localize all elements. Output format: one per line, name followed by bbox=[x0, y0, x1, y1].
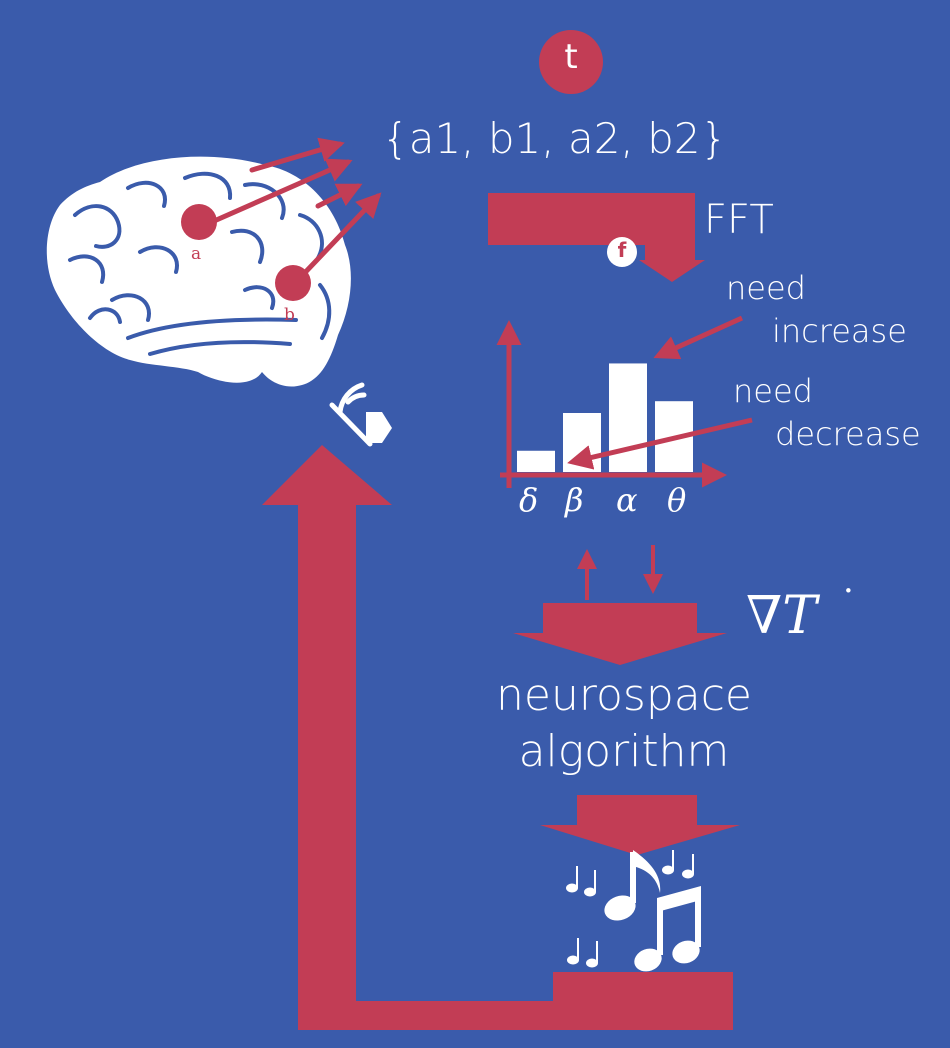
signal-set-label: {a1, b1, a2, b2} bbox=[382, 114, 728, 163]
algorithm-input-arrow bbox=[513, 603, 727, 665]
signal-arrows bbox=[202, 137, 382, 285]
arrow-a1 bbox=[249, 137, 345, 173]
algorithm-output-arrow bbox=[540, 795, 740, 855]
need-increase-label-1: need bbox=[726, 269, 806, 307]
arrow-b2 bbox=[293, 192, 382, 285]
feedback-loop-arrow bbox=[262, 445, 733, 1030]
electrode-a-label: a bbox=[191, 244, 202, 264]
time-badge-label: t bbox=[564, 37, 578, 77]
fft-label: FFT bbox=[704, 197, 774, 243]
band-label-alpha: α bbox=[616, 481, 638, 519]
music-notes-icon bbox=[566, 850, 701, 972]
electrode-a bbox=[181, 204, 217, 240]
need-decrease-arrow bbox=[567, 417, 753, 470]
need-increase-label-2: increase bbox=[772, 312, 907, 350]
gradient-label: ∇T bbox=[746, 586, 817, 646]
arrow-a2 bbox=[202, 158, 353, 228]
muted-speaker-icon bbox=[329, 382, 392, 447]
band-bar-beta bbox=[563, 413, 601, 472]
fft-arrow bbox=[488, 193, 705, 282]
exchange-arrows bbox=[577, 545, 663, 600]
frequency-badge bbox=[607, 237, 637, 267]
algorithm-label-1: neurospace bbox=[496, 670, 752, 721]
time-badge bbox=[539, 30, 603, 94]
band-label-delta: δ bbox=[519, 481, 539, 519]
spectrum-axes bbox=[496, 320, 727, 488]
need-decrease-label-2: decrease bbox=[775, 415, 921, 453]
band-label-beta: β bbox=[565, 481, 584, 519]
band-bar-delta bbox=[517, 450, 555, 472]
electrode-b bbox=[275, 265, 311, 301]
band-label-theta: θ bbox=[667, 481, 687, 519]
algorithm-label-2: algorithm bbox=[518, 726, 730, 777]
frequency-badge-label: f bbox=[617, 238, 627, 262]
gradient-dot: · bbox=[843, 571, 854, 611]
band-bar-alpha bbox=[609, 363, 647, 472]
need-increase-arrow bbox=[653, 315, 744, 360]
need-decrease-label-1: need bbox=[733, 372, 813, 410]
arrow-b1 bbox=[315, 183, 363, 209]
electrode-b-label: b bbox=[284, 305, 295, 325]
brain-icon bbox=[46, 156, 351, 387]
spectrum-bars bbox=[517, 363, 693, 472]
